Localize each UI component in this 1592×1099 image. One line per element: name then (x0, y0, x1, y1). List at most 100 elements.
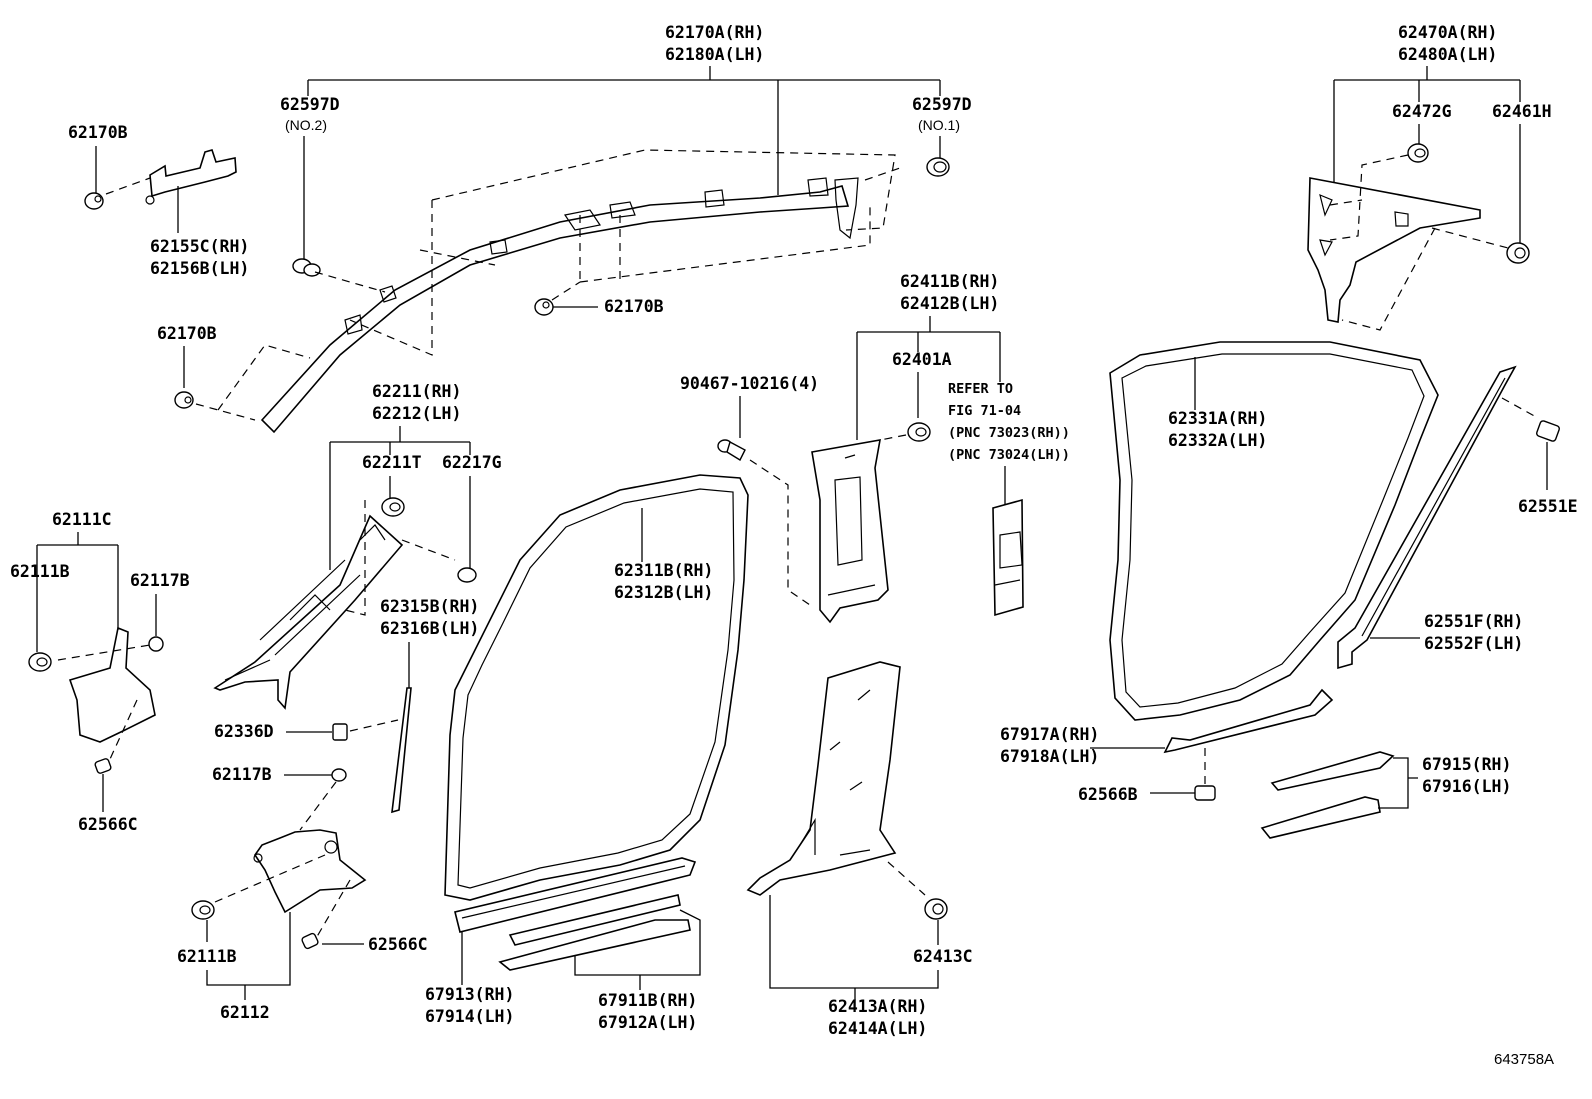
part-label-62217G[interactable]: 62217G (442, 453, 502, 472)
part-label-62566C-a[interactable]: 62566C (78, 815, 138, 834)
cowl-side-trim-lh-part (68, 626, 156, 743)
clip-icon (191, 900, 215, 920)
cowl-side-trim-rh-group: 62566C 62111B 62112 (177, 781, 428, 1022)
part-label-62112[interactable]: 62112 (220, 1003, 270, 1022)
part-label-67915[interactable]: 67915(RH) (1422, 755, 1511, 774)
rear-pillar-lower-group: 62551E 62551F(RH) 62552F(LH) (1337, 365, 1578, 670)
leader-line (1378, 757, 1418, 809)
part-label-62315B[interactable]: 62315B(RH) (380, 597, 479, 616)
pillar-detail (827, 454, 876, 596)
rear-step-cover-lower-part (1260, 796, 1381, 839)
leader-line (856, 316, 1001, 440)
assembly-dash (887, 861, 926, 896)
part-label-62331A[interactable]: 62331A(RH) (1168, 409, 1267, 428)
part-label-62332A[interactable]: 62332A(LH) (1168, 431, 1267, 450)
part-label-62566B[interactable]: 62566B (1078, 785, 1138, 804)
part-label-62461H[interactable]: 62461H (1492, 102, 1552, 121)
part-label-90467[interactable]: 90467-10216(4) (680, 374, 819, 393)
clip-icon (1194, 785, 1216, 801)
part-label-62401A[interactable]: 62401A (892, 350, 952, 369)
part-label-62117B-a[interactable]: 62117B (130, 571, 190, 590)
part-label-62413C[interactable]: 62413C (913, 947, 973, 966)
part-label-67912A[interactable]: 67912A(LH) (598, 1013, 697, 1032)
clip-icon (926, 157, 950, 177)
leader-line (1418, 124, 1521, 245)
part-label-62470A[interactable]: 62470A(RH) (1398, 23, 1497, 42)
part-label-62316B[interactable]: 62316B(LH) (380, 619, 479, 638)
part-label-62156B[interactable]: 62156B(LH) (150, 259, 249, 278)
part-label-62170B-mid[interactable]: 62170B (604, 297, 664, 316)
center-pillar-lower-part (746, 661, 901, 896)
front-door-opening-group: 62311B(RH) 62312B(LH) (444, 474, 749, 901)
part-label-62597D-no1[interactable]: 62597D (912, 95, 972, 114)
pillar-detail (799, 689, 871, 856)
bracket-62155C-part (149, 149, 237, 198)
rear-scuff-group: 67917A(RH) 67918A(LH) 62566B 67915(RH) 6… (1000, 688, 1511, 839)
part-label-62414A[interactable]: 62414A(LH) (828, 1019, 927, 1038)
clip-icon (924, 898, 948, 920)
part-label-62551E[interactable]: 62551E (1518, 497, 1578, 516)
quarter-trim-group: 62470A(RH) 62480A(LH) 62472G 62461H (1307, 23, 1552, 331)
part-label-62211T[interactable]: 62211T (362, 453, 422, 472)
garnish-detail (344, 177, 859, 335)
part-label-67918A[interactable]: 67918A(LH) (1000, 747, 1099, 766)
assembly-dash (879, 434, 907, 441)
trim-detail (253, 853, 263, 863)
leader-line (206, 912, 291, 1000)
part-label-62411B[interactable]: 62411B(RH) (900, 272, 999, 291)
clip-icon (292, 258, 321, 277)
clip-icon (457, 567, 477, 583)
assembly-dash (214, 854, 351, 941)
part-label-62211[interactable]: 62211(RH) (372, 382, 461, 401)
part-label-67916[interactable]: 67916(LH) (1422, 777, 1511, 796)
clip-icon (1536, 420, 1560, 442)
refer-note-line-1: REFER TO (948, 381, 1013, 397)
part-label-62111B-b[interactable]: 62111B (177, 947, 237, 966)
part-label-67914[interactable]: 67914(LH) (425, 1007, 514, 1026)
part-label-62311B[interactable]: 62311B(RH) (614, 561, 713, 580)
part-label-62117B-b[interactable]: 62117B (212, 765, 272, 784)
seat-belt-anchor-cover-part (992, 498, 1024, 617)
part-label-67917A[interactable]: 67917A(RH) (1000, 725, 1099, 744)
leader-line (329, 426, 471, 570)
bracket-group: 62170B 62155C(RH) 62156B(LH) 62170B (68, 123, 311, 421)
part-label-62597D-no2[interactable]: 62597D (280, 95, 340, 114)
part-label-62155C[interactable]: 62155C(RH) (150, 237, 249, 256)
part-label-62212[interactable]: 62212(LH) (372, 404, 461, 423)
part-label-62566C-b[interactable]: 62566C (368, 935, 428, 954)
rear-door-opening-trim-outer (1109, 341, 1439, 721)
scuff-detail (461, 865, 686, 919)
assembly-dash (314, 149, 901, 356)
part-label-62111B-a[interactable]: 62111B (10, 562, 70, 581)
part-label-62170B-top[interactable]: 62170B (68, 123, 128, 142)
part-label-62551F[interactable]: 62551F(RH) (1424, 612, 1523, 631)
clip-icon (331, 768, 347, 782)
part-note-no1: (NO.1) (918, 117, 960, 133)
refer-note-line-3[interactable]: (PNC 73023(RH)) (948, 425, 1070, 441)
part-label-67911B[interactable]: 67911B(RH) (598, 991, 697, 1010)
part-label-62170A[interactable]: 62170A(RH) (665, 23, 764, 42)
part-label-62552F[interactable]: 62552F(LH) (1424, 634, 1523, 653)
clip-icon (907, 422, 931, 442)
part-label-67913[interactable]: 67913(RH) (425, 985, 514, 1004)
assembly-dash (57, 644, 151, 771)
part-label-62413A[interactable]: 62413A(RH) (828, 997, 927, 1016)
part-label-62472G[interactable]: 62472G (1392, 102, 1452, 121)
refer-note-line-4[interactable]: (PNC 73024(LH)) (948, 447, 1070, 463)
clip-icon (1506, 242, 1530, 264)
part-label-62480A[interactable]: 62480A(LH) (1398, 45, 1497, 64)
part-label-62180A[interactable]: 62180A(LH) (665, 45, 764, 64)
center-pillar-upper-group: 90467-10216(4) 62411B(RH) 62412B(LH) 624… (680, 272, 1070, 624)
assembly-dash (1329, 154, 1509, 331)
part-label-62170B-low[interactable]: 62170B (157, 324, 217, 343)
part-label-62312B[interactable]: 62312B(LH) (614, 583, 713, 602)
part-label-62412B[interactable]: 62412B(LH) (900, 294, 999, 313)
leader-line (1333, 66, 1521, 182)
front-door-opening-trim-outer (444, 474, 749, 901)
part-label-62111C[interactable]: 62111C (52, 510, 112, 529)
leader-line (307, 66, 941, 195)
part-label-62336D[interactable]: 62336D (214, 722, 274, 741)
rear-door-opening-trim-inner (1121, 353, 1425, 708)
assembly-dash (195, 344, 311, 421)
